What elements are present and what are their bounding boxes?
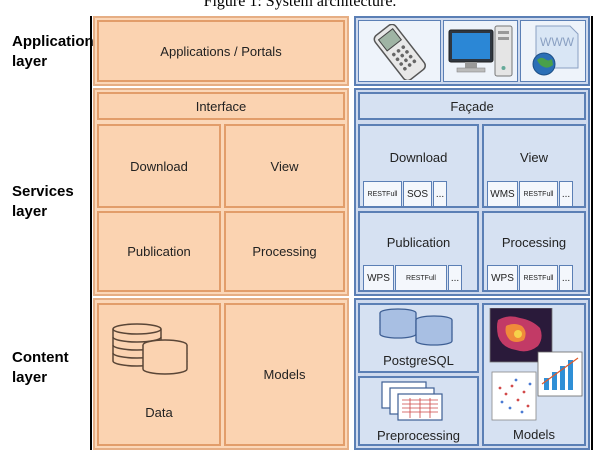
view-box: View xyxy=(224,124,345,208)
facade-box: Façade xyxy=(358,92,586,120)
preprocessing-label: Preprocessing xyxy=(376,428,461,443)
models-box: Models xyxy=(224,303,345,446)
figure-caption: Figure 1: System architecture. xyxy=(203,0,397,10)
view-service-title: View xyxy=(520,150,548,165)
processing-label: Processing xyxy=(252,244,317,259)
right-border-line xyxy=(591,16,593,450)
postgresql-database-icon xyxy=(379,308,453,346)
protocol-chip-sos: SOS xyxy=(403,181,432,207)
protocol-chip-restfull: RESTFull xyxy=(519,181,558,207)
applications-portals-label: Applications / Portals xyxy=(160,43,282,59)
www-text: WWW xyxy=(540,35,575,49)
left-divider-line xyxy=(90,16,92,450)
interface-label: Interface xyxy=(195,98,247,114)
protocol-chip-wps: WPS xyxy=(363,265,394,291)
processing-box: Processing xyxy=(224,211,345,292)
publication-service-box: Publication WPS RESTFull ... xyxy=(358,211,479,292)
protocol-chip-restfull: RESTFull xyxy=(395,265,447,291)
protocol-chip-more: ... xyxy=(448,265,462,291)
protocol-chip-more: ... xyxy=(559,181,573,207)
protocol-chip-more: ... xyxy=(433,181,447,207)
download-service-box: Download RESTFull SOS ... xyxy=(358,124,479,208)
protocol-chip-restfull: RESTFull xyxy=(519,265,558,291)
database-icon xyxy=(112,323,188,375)
download-label: Download xyxy=(130,158,188,174)
layer-label-services: Services layer xyxy=(12,183,74,220)
postgresql-label: PostgreSQL xyxy=(383,353,454,368)
publication-service-title: Publication xyxy=(386,235,451,250)
desktop-computer-icon xyxy=(448,25,513,77)
layer-label-application: Application layer xyxy=(12,33,94,70)
web-globe-icon: WWW xyxy=(532,25,579,76)
protocol-chip-wms: WMS xyxy=(487,181,518,207)
download-box: Download xyxy=(97,124,221,208)
view-service-box: View WMS RESTFull ... xyxy=(482,124,586,208)
layer-label-content: Content layer xyxy=(12,349,69,386)
mobile-phone-icon xyxy=(373,24,426,80)
protocol-chip-restfull: RESTFull xyxy=(363,181,402,207)
processing-service-box: Processing WPS RESTFull ... xyxy=(482,211,586,292)
protocol-chip-more: ... xyxy=(559,265,573,291)
models-label: Models xyxy=(263,367,306,382)
interface-box: Interface xyxy=(97,92,345,120)
protocol-chip-wps: WPS xyxy=(487,265,518,291)
processing-service-title: Processing xyxy=(501,235,567,250)
models-visualization-icon xyxy=(489,308,583,421)
view-label: View xyxy=(270,158,299,174)
applications-portals-box: Applications / Portals xyxy=(97,20,345,82)
data-label: Data xyxy=(145,405,173,420)
facade-label: Façade xyxy=(450,98,494,114)
document-stack-icon xyxy=(381,381,443,421)
publication-label: Publication xyxy=(127,244,191,259)
publication-box: Publication xyxy=(97,211,221,292)
download-service-title: Download xyxy=(389,150,448,165)
models-content-label: Models xyxy=(513,427,555,442)
